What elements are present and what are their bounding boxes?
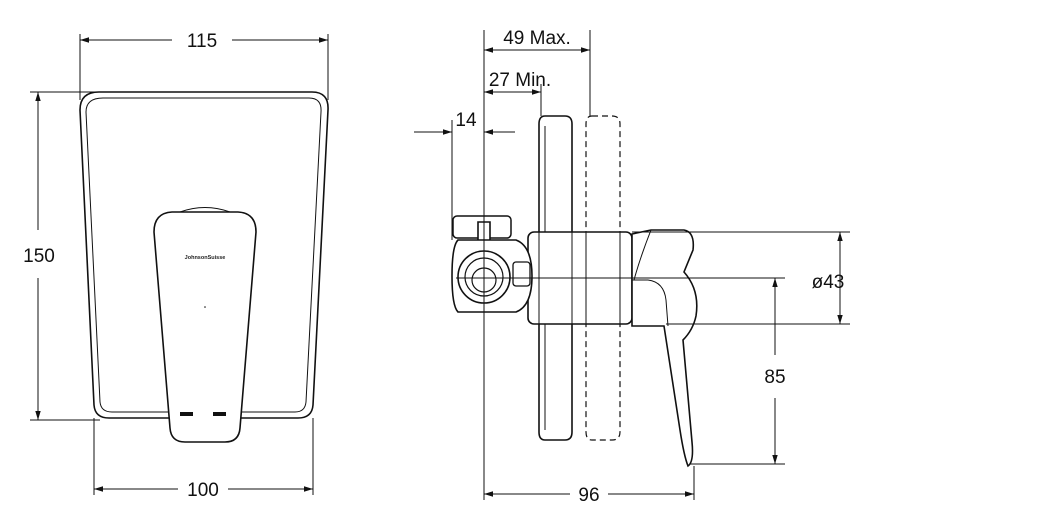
brand-logo: JohnsonSuisse [185,255,226,261]
handle-center-dot [204,306,206,308]
dim-115: 115 [187,31,217,52]
lever-side [631,229,698,468]
dim-27-min: 27 Min. [489,70,551,91]
dim-85: 85 [764,367,785,388]
dim-100: 100 [187,480,219,501]
dim-150: 150 [23,246,55,267]
front-view: JohnsonSuisse 115 150 100 [23,31,329,501]
dim-43: ø43 [812,272,845,293]
dim-49-max: 49 Max. [503,28,571,49]
side-nut [512,261,531,287]
cover-plate-inner-edge [85,97,322,413]
indicator-right [213,412,226,416]
indicator-left [180,412,193,416]
handle-top-cap [179,207,231,213]
dim-96: 96 [578,485,599,506]
lever-curve [633,229,652,281]
dim-14: 14 [455,110,477,131]
lever-inner-face [632,279,669,327]
handle-lever [153,211,257,443]
side-view: 49 Max. 27 Min. 14 ø43 85 96 [414,28,850,506]
